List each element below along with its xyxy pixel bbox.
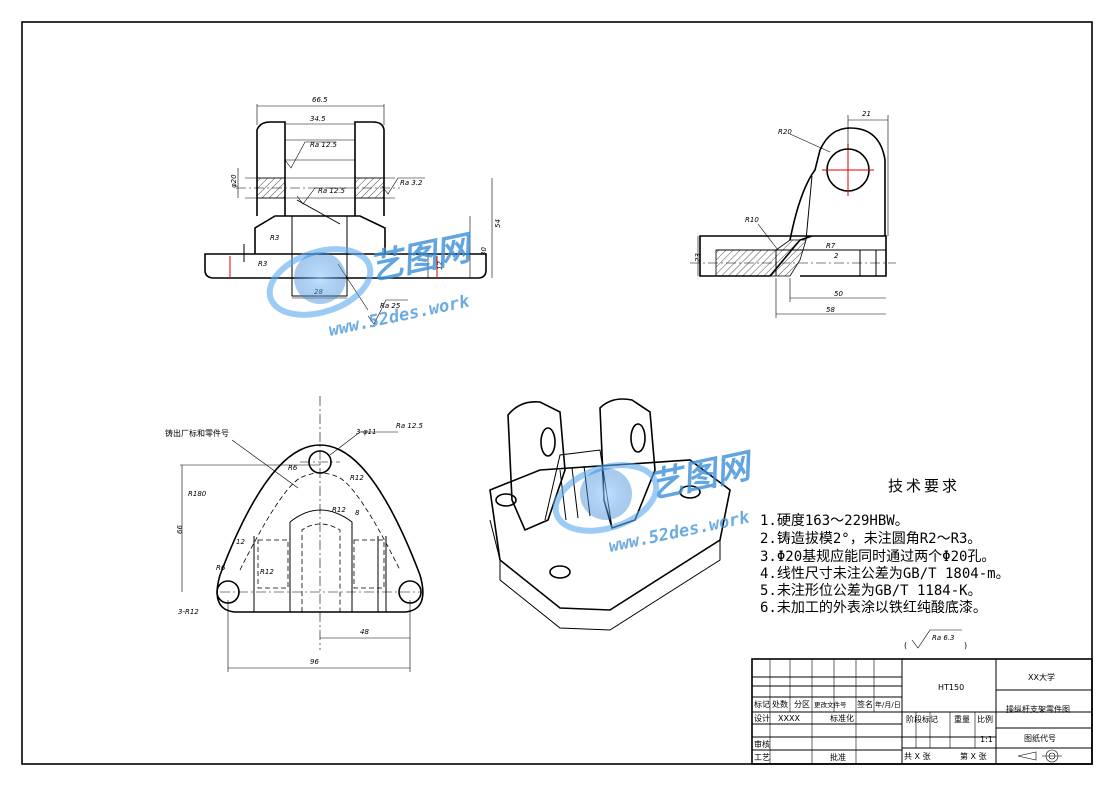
svg-text:): ) xyxy=(964,641,967,650)
top-dim-13: 96 xyxy=(310,658,319,666)
top-dim-12: 48 xyxy=(360,628,369,636)
tb-stage-label: 阶段标记 xyxy=(906,714,938,724)
watermark-brand-1: 艺图网 xyxy=(366,227,479,288)
side-view: 21 R20 R10 R7 2 23 50 58 xyxy=(690,110,896,318)
general-roughness: Ra 6.3 xyxy=(932,634,955,642)
side-dim-0: 21 xyxy=(862,110,871,118)
tb-std-label: 标准化 xyxy=(830,713,854,723)
tb-designer-label: 设计 xyxy=(754,713,770,723)
tech-req-item-4: 4.线性尺寸未注公差为GB/T 1804-m。 xyxy=(760,566,1010,582)
svg-text:(: ( xyxy=(904,641,907,650)
side-dim-7: 58 xyxy=(826,306,835,314)
top-dim-9: R6 xyxy=(216,564,226,572)
top-dim-10: R12 xyxy=(260,568,274,576)
tb-header-date: 年/月/日 xyxy=(875,700,901,709)
tb-approve-label: 批准 xyxy=(830,752,846,762)
front-dim-4: Ra 12.5 xyxy=(318,187,346,195)
top-view-note: 铸出厂标和零件号 xyxy=(165,428,229,438)
front-dim-6: R3 xyxy=(270,234,279,242)
side-dim-3: R7 xyxy=(826,242,836,250)
title-block: 标记 处数 分区 更改文件号 签名 年/月/日 设计 XXXX 标准化 审核 工… xyxy=(751,658,1093,765)
side-dim-4: 2 xyxy=(834,252,839,260)
projection-symbol xyxy=(1017,749,1062,763)
side-dim-2: R10 xyxy=(745,216,759,224)
tech-req-item-6: 6.未加工的外表涂以铁红纯酸底漆。 xyxy=(760,600,987,616)
tb-designer: XXXX xyxy=(778,714,800,723)
tech-req-item-3: 3.Φ20基规应能同时通过两个Φ20孔。 xyxy=(760,548,995,565)
tb-header-mark: 标记 xyxy=(754,699,770,709)
watermark-url-2: www.52des.work xyxy=(607,507,752,557)
tech-req-title: 技术要求 xyxy=(888,477,960,495)
technical-requirements: 技术要求 1.硬度163～229HBW。 2.铸造拔模2°，未注圆角R2～R3。… xyxy=(760,477,1010,650)
front-dim-12: Ra 25 xyxy=(380,302,401,310)
tb-header-sign: 签名 xyxy=(857,699,873,709)
top-dim-5: R12 xyxy=(332,506,346,514)
tb-process-label: 工艺 xyxy=(754,753,770,762)
tb-check-label: 审核 xyxy=(754,739,770,749)
top-dim-7: 66 xyxy=(176,525,184,534)
tech-req-item-2: 2.铸造拔模2°，未注圆角R2～R3。 xyxy=(760,531,981,547)
front-dim-2: φ20 xyxy=(230,174,238,188)
tb-scale-label: 比例 xyxy=(977,714,993,724)
top-dim-1: Ra 12.5 xyxy=(396,422,424,430)
tech-req-item-1: 1.硬度163～229HBW。 xyxy=(760,513,909,529)
watermark-brand-2: 艺图网 xyxy=(646,445,759,506)
drawing-frame xyxy=(21,21,1093,765)
front-dim-11: 54 xyxy=(494,219,502,228)
tb-header-file: 更改文件号 xyxy=(814,700,847,709)
tb-drawing-name: 操纵杆支架零件图 xyxy=(1006,704,1070,714)
tb-header-zone: 分区 xyxy=(794,700,810,709)
top-view: 铸出厂标和零件号 3-φ11 Ra 12.5 R6 R12 R180 R12 8… xyxy=(165,396,424,672)
watermark-1: 艺图网 www.52des.work xyxy=(266,227,479,341)
top-dim-0: 3-φ11 xyxy=(356,428,377,436)
tb-weight-label: 重量 xyxy=(954,714,970,724)
tech-req-item-5: 5.未注形位公差为GB/T 1184-K。 xyxy=(760,583,982,599)
front-dim-9: 12 xyxy=(436,261,444,270)
tb-school: XX大学 xyxy=(1028,672,1055,682)
tb-header-count: 处数 xyxy=(772,699,788,709)
top-dim-6: 8 xyxy=(355,509,360,517)
tb-sheets-total: 共 X 张 xyxy=(904,752,931,761)
front-view: 66.5 34.5 φ20 Ra 12.5 Ra 12.5 Ra 3.2 R3 … xyxy=(204,96,502,325)
front-dim-5: Ra 3.2 xyxy=(400,179,423,187)
tb-sheet-no: 第 X 张 xyxy=(960,751,987,761)
front-dim-3: Ra 12.5 xyxy=(310,141,338,149)
side-dim-1: R20 xyxy=(778,128,792,136)
front-dim-10: 30 xyxy=(480,247,488,256)
front-dim-0: 66.5 xyxy=(312,96,328,104)
roughness-symbol: ( ) Ra 6.3 xyxy=(904,629,967,650)
tb-scale: 1:1 xyxy=(980,735,993,744)
top-dim-8: 12 xyxy=(236,538,245,546)
top-dim-11: 3-R12 xyxy=(178,608,199,616)
tb-drawing-code: 图纸代号 xyxy=(1024,733,1056,743)
top-dim-2: R6 xyxy=(288,464,298,472)
top-dim-3: R12 xyxy=(350,474,364,482)
top-dim-4: R180 xyxy=(188,490,207,498)
side-dim-5: 23 xyxy=(694,253,702,262)
tb-material: HT150 xyxy=(938,683,964,692)
front-dim-1: 34.5 xyxy=(310,115,326,123)
side-dim-6: 50 xyxy=(834,290,843,298)
front-dim-7: R3 xyxy=(258,260,267,268)
